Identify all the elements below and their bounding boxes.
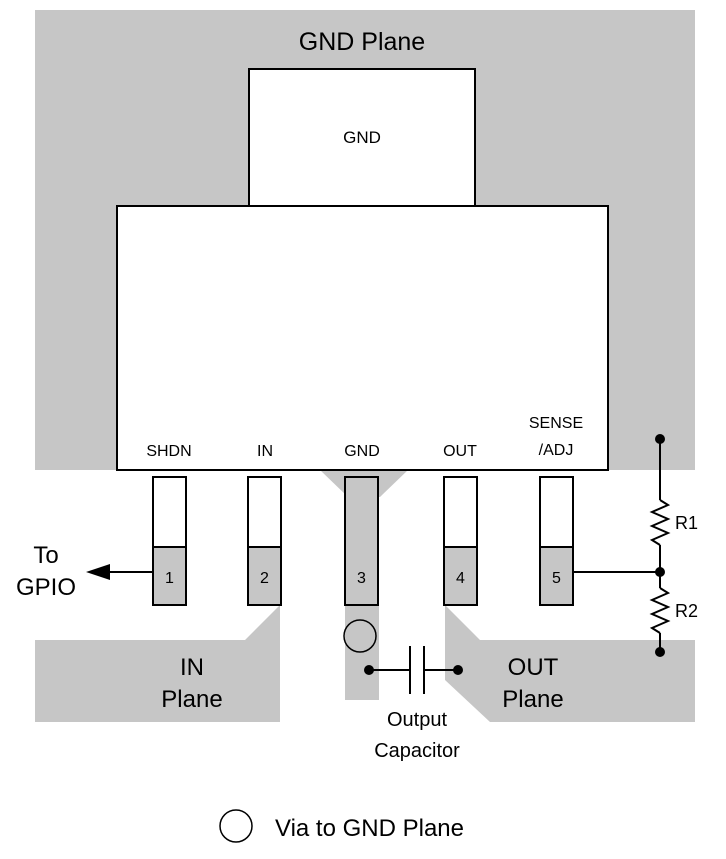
pin-number-2: 2: [260, 570, 269, 587]
pin-1: 1: [152, 476, 187, 606]
gnd-via-icon: [343, 619, 377, 653]
in-plane: [35, 605, 280, 722]
package-body: [116, 205, 609, 471]
pin-number-3: 3: [357, 570, 366, 587]
resistor-r2-icon: [649, 587, 671, 634]
pin-name-out: OUT: [443, 443, 477, 460]
pin-name-sense: SENSE: [529, 415, 583, 432]
package-tab-label: GND: [343, 128, 381, 147]
output-capacitor: [364, 646, 463, 694]
pin-2: 2: [247, 476, 282, 606]
gpio-label-line1: To: [33, 542, 58, 569]
pin-5: 5: [539, 476, 574, 606]
pin-name-in: IN: [257, 443, 273, 460]
pin-name-gnd: GND: [344, 443, 380, 460]
pin-number-4: 4: [456, 570, 465, 587]
resistor-r1-label: R1: [675, 513, 698, 533]
pin-name-shdn: SHDN: [146, 443, 191, 460]
in-plane-label-line2: Plane: [161, 686, 222, 713]
pin-number-1: 1: [165, 570, 174, 587]
node-dot-mid: [655, 567, 665, 577]
pin-number-5: 5: [552, 570, 561, 587]
node-dot-top: [655, 434, 665, 444]
in-plane-label-line1: IN: [180, 654, 204, 681]
resistor-r1-icon: [649, 499, 671, 546]
gpio-arrow-head-icon: [86, 564, 110, 580]
gnd-plane-title: GND Plane: [299, 28, 425, 56]
resistor-network: R1 R2: [573, 434, 698, 657]
gpio-label-line2: GPIO: [16, 574, 76, 601]
resistor-r2-label: R2: [675, 601, 698, 621]
package-tab: [248, 68, 476, 208]
capacitor-label-line1: Output: [387, 709, 447, 731]
pin-4: 4: [443, 476, 478, 606]
pin-name-adj: /ADJ: [539, 442, 574, 459]
node-dot-bottom: [655, 647, 665, 657]
out-plane-label-line1: OUT: [508, 654, 559, 681]
out-plane-label-line2: Plane: [502, 686, 563, 713]
pin-3: 3: [344, 476, 379, 606]
capacitor-label-line2: Capacitor: [374, 740, 460, 762]
legend-via-label: Via to GND Plane: [275, 815, 464, 842]
legend-via-icon: [219, 809, 253, 843]
out-plane: [445, 605, 695, 722]
